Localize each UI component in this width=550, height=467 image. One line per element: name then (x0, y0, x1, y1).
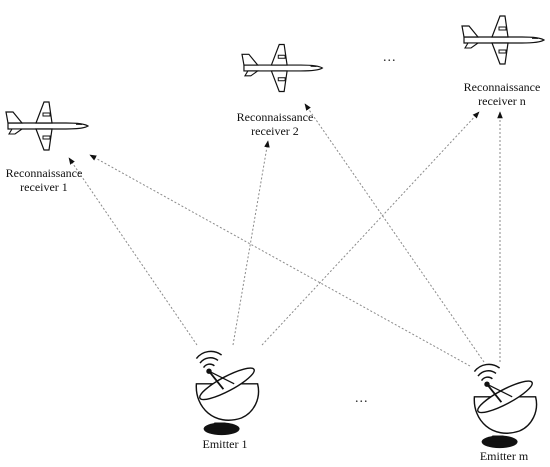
receiver-1-label: Reconnaissance receiver 1 (0, 166, 88, 194)
receiver-1-line2: receiver 1 (20, 180, 68, 194)
path-e1-rn (261, 111, 480, 346)
receiver-1-line1: Reconnaissance (5, 166, 83, 180)
receiver-2-line2: receiver 2 (251, 124, 299, 138)
radar-dish-icon (473, 363, 538, 450)
airplane-icon (241, 43, 323, 93)
receiver-2-label: Reconnaissance receiver 2 (231, 110, 319, 138)
emitters-ellipsis: ... (355, 391, 369, 406)
receiver-2-line1: Reconnaissance (236, 110, 314, 124)
path-e1-r2 (232, 140, 270, 346)
receiver-n-line2: receiver n (478, 94, 526, 108)
receiver-n-label: Reconnaissance receiver n (456, 80, 548, 108)
receivers-ellipsis: ... (383, 50, 397, 65)
receiver-n-line1: Reconnaissance (463, 80, 541, 94)
airplane-icon (461, 15, 545, 65)
path-e1-r1 (68, 157, 198, 346)
path-em-r1 (89, 154, 471, 367)
emitter-1-label: Emitter 1 (202, 437, 248, 451)
path-em-r2 (304, 103, 485, 363)
signal-paths (68, 103, 503, 367)
airplane-icon (5, 101, 89, 151)
emitter-m-label: Emitter m (479, 449, 529, 463)
radar-dish-icon (195, 350, 260, 437)
